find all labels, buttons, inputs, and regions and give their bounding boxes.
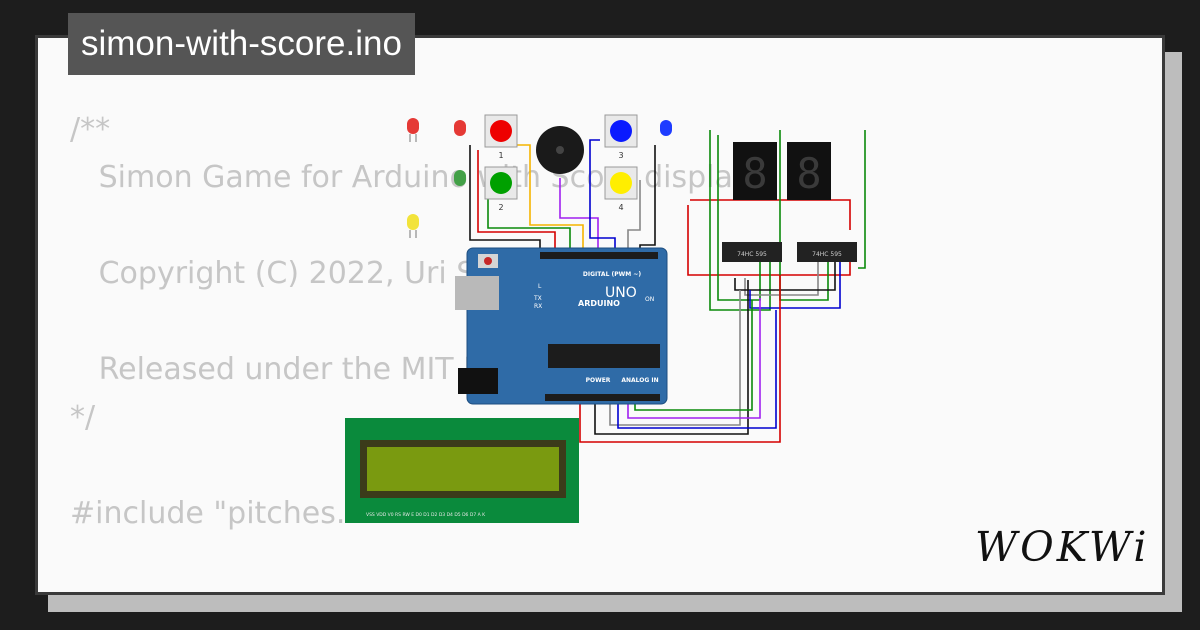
lcd-screen xyxy=(367,447,559,491)
button-yellow[interactable]: 4 xyxy=(604,166,638,212)
power-label: POWER xyxy=(586,377,611,384)
seven-segment-display-right[interactable]: 8 xyxy=(787,142,831,200)
usb-port xyxy=(455,276,499,310)
button-red[interactable]: 1 xyxy=(484,114,518,160)
wires xyxy=(469,130,866,443)
chip-label: 74HC 595 xyxy=(812,251,842,258)
code-line: */ xyxy=(70,400,96,435)
power-jack xyxy=(458,368,498,394)
button-blue[interactable]: 3 xyxy=(604,114,638,160)
arduino-uno-board[interactable]: DIGITAL (PWM ~) ARDUINO UNO ON L TX RX P… xyxy=(455,247,668,405)
digital-label: DIGITAL (PWM ~) xyxy=(583,271,641,278)
shift-register-1[interactable]: 74HC 595 xyxy=(722,242,782,262)
wokwi-logo: WOKWi xyxy=(975,523,1150,571)
svg-text:8: 8 xyxy=(796,149,821,198)
led-red[interactable] xyxy=(407,118,419,142)
chip-label: 74HC 595 xyxy=(737,251,767,258)
lcd-16x2[interactable]: VSS VDD V0 RS RW E D0 D1 D2 D3 D4 D5 D6 … xyxy=(345,418,579,523)
on-label: ON xyxy=(645,296,654,303)
rx-label: RX xyxy=(534,303,542,310)
seven-segment-display-left[interactable]: 8 xyxy=(733,142,777,200)
led-green[interactable] xyxy=(454,170,466,186)
button-label: 3 xyxy=(618,151,623,160)
button-green[interactable]: 2 xyxy=(484,166,518,212)
buzzer[interactable] xyxy=(536,126,584,174)
project-title: simon-with-score.ino xyxy=(68,13,415,75)
code-line: /** xyxy=(70,112,111,147)
button-label: 4 xyxy=(618,203,623,212)
arduino-brand: ARDUINO xyxy=(578,299,620,308)
l-label: L xyxy=(538,283,542,290)
microcontroller-chip xyxy=(548,344,660,368)
svg-text:8: 8 xyxy=(742,149,767,198)
arduino-model: UNO xyxy=(605,285,637,301)
button-label: 2 xyxy=(498,203,503,212)
lcd-pin-labels: VSS VDD V0 RS RW E D0 D1 D2 D3 D4 D5 D6 … xyxy=(366,512,486,518)
analog-label: ANALOG IN xyxy=(621,377,658,384)
led-blue[interactable] xyxy=(660,120,672,136)
digital-header xyxy=(540,252,658,259)
analog-header xyxy=(545,394,660,401)
tx-label: TX xyxy=(533,295,542,302)
shift-register-2[interactable]: 74HC 595 xyxy=(797,242,857,262)
led-red-2[interactable] xyxy=(454,120,466,136)
led-yellow[interactable] xyxy=(407,214,419,238)
button-label: 1 xyxy=(498,151,503,160)
